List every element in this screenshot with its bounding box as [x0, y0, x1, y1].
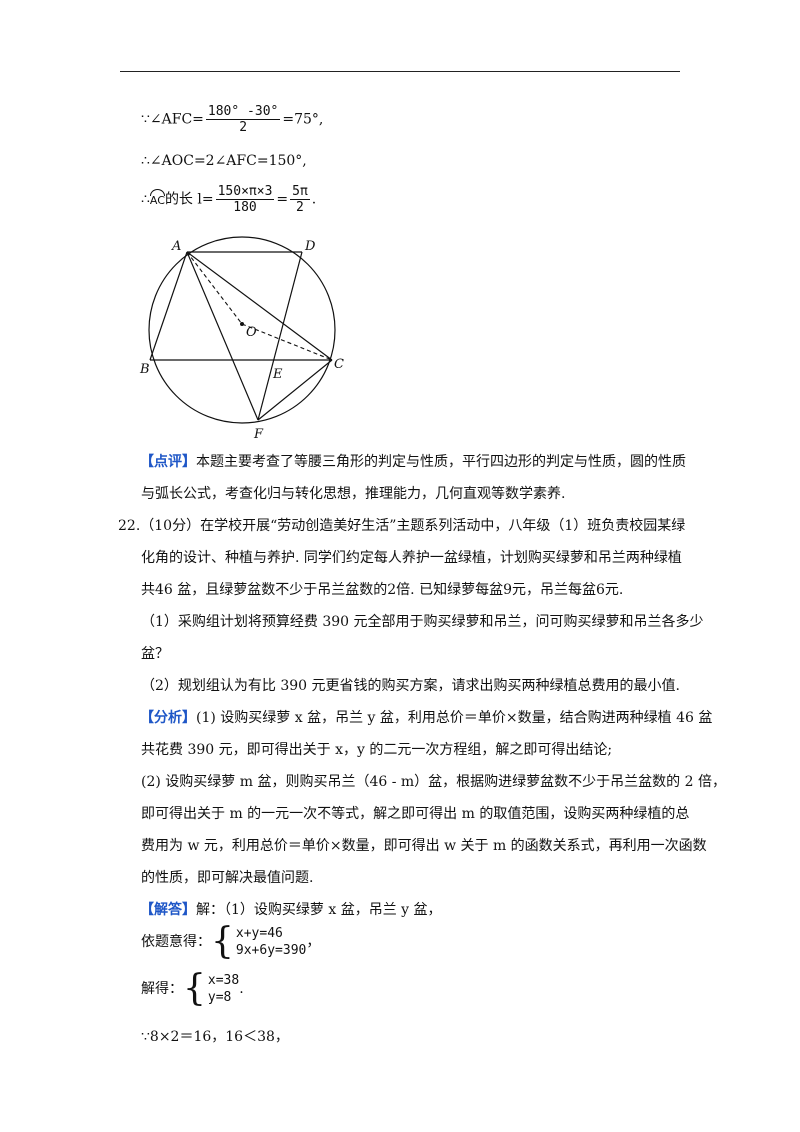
equation: x+y=46	[235, 926, 283, 941]
equation: y=8	[207, 990, 232, 1005]
answer-tag: 【解答】	[140, 902, 196, 918]
comment-line-1: 【点评】本题主要考查了等腰三角形的判定与性质，平行四边形的判定与性质，圆的性质	[140, 453, 686, 471]
circle-o	[148, 236, 336, 424]
comment-tag: 【点评】	[140, 454, 196, 470]
answer-text: .	[239, 981, 244, 997]
label-f: F	[253, 427, 264, 442]
label-d: D	[304, 239, 316, 254]
fraction-numerator: 180° -30°	[207, 104, 279, 119]
fraction-denominator: 2	[239, 120, 248, 135]
formula-text: =	[276, 191, 289, 208]
comment-text: 本题主要考查了等腰三角形的判定与性质，平行四边形的判定与性质，圆的性质	[196, 454, 686, 470]
question-line-2: 化角的设计、种植与养护. 同学们约定每人养护一盆绿植，计划购买绿萝和吊兰两种绿植	[141, 550, 682, 566]
arc-symbol: AC	[149, 188, 165, 210]
answer-text: 解得：	[141, 981, 183, 997]
formula-angle-aoc: ∴∠AOC=2∠AFC=150°,	[141, 153, 307, 169]
answer-line-1: 【解答】解：（1）设购买绿萝 x 盆，吊兰 y 盆，	[140, 901, 442, 919]
formula-text: .	[311, 191, 317, 208]
analysis-line-1: 【分析】(1) 设购买绿萝 x 盆，吊兰 y 盆，利用总价＝单价×数量，结合购进…	[140, 709, 712, 727]
segment-fc	[257, 359, 333, 421]
equation: 9x+6y=390	[235, 943, 307, 958]
label-o: O	[246, 325, 257, 340]
label-a: A	[171, 239, 181, 254]
analysis-text: (1) 设购买绿萝 x 盆，吊兰 y 盆，利用总价＝单价×数量，结合购进两种绿植…	[196, 710, 713, 726]
segment-ao-dashed	[186, 251, 243, 325]
fraction-denominator: 2	[296, 200, 304, 215]
formula-text: ∵∠AFC=	[141, 111, 204, 128]
answer-text: ，	[306, 934, 321, 950]
center-point	[240, 322, 244, 326]
equation: x=38	[207, 973, 240, 988]
label-b: B	[139, 362, 150, 377]
segment-df	[257, 251, 303, 421]
geometry-figure: A D O B C E F	[139, 236, 344, 442]
answer-line-4: ∵8×2＝16，16＜38，	[141, 1029, 289, 1045]
label-e: E	[272, 367, 283, 382]
analysis-line-5: 费用为 w 元，利用总价＝单价×数量，即可得出 w 关于 m 的函数关系式，再利…	[141, 838, 707, 854]
question-part-1a: （1）采购组计划将预算经费 390 元全部用于购买绿萝和吊兰，问可购买绿萝和吊兰…	[141, 614, 704, 630]
header-rule	[120, 71, 680, 72]
analysis-line-4: 即可得出关于 m 的一元一次不等式，解之即可得出 m 的取值范围，设购买两种绿植…	[141, 806, 690, 822]
analysis-line-3: (2) 设购买绿萝 m 盆，则购买吊兰（46 - m）盆，根据购进绿萝盆数不少于…	[141, 774, 726, 790]
fraction-numerator: 150×π×3	[217, 184, 273, 199]
fraction-numerator: 5π	[292, 184, 308, 199]
segment-ac	[186, 251, 333, 361]
question-line-1: 22.（10分）在学校开展“劳动创造美好生活”主题系列活动中，八年级（1）班负责…	[118, 518, 686, 534]
formula-angle-afc: ∵∠AFC=180° -30°2=75°,	[141, 104, 323, 135]
question-part-2: （2）规划组认为有比 390 元更省钱的购买方案，请求出购买两种绿植总费用的最小…	[141, 678, 680, 694]
comment-line-2: 与弧长公式，考查化归与转化思想，推理能力，几何直观等数学素养.	[141, 486, 566, 502]
answer-text: 依题意得：	[141, 934, 211, 950]
segment-ab	[149, 251, 188, 361]
analysis-line-6: 的性质，即可解决最值问题.	[141, 870, 314, 886]
segment-oc-dashed	[241, 323, 333, 361]
analysis-tag: 【分析】	[140, 710, 196, 726]
fraction: 180° -30°2	[205, 104, 281, 135]
question-part-1b: 盆？	[141, 646, 169, 662]
question-line-3: 共46 盆，且绿萝盆数不少于吊兰盆数的2倍. 已知绿萝每盆9元，吊兰每盆6元.	[141, 582, 624, 598]
formula-text: 的长 l=	[164, 191, 214, 208]
fraction-denominator: 180	[233, 200, 257, 215]
label-c: C	[334, 357, 344, 372]
answer-text: 解：（1）设购买绿萝 x 盆，吊兰 y 盆，	[196, 902, 442, 918]
formula-text: =75°,	[282, 111, 324, 128]
formula-text: ∴	[141, 191, 150, 208]
analysis-line-2: 共花费 390 元，即可得出关于 x，y 的二元一次方程组，解之即可得出结论;	[141, 742, 613, 758]
segment-af	[186, 251, 259, 421]
